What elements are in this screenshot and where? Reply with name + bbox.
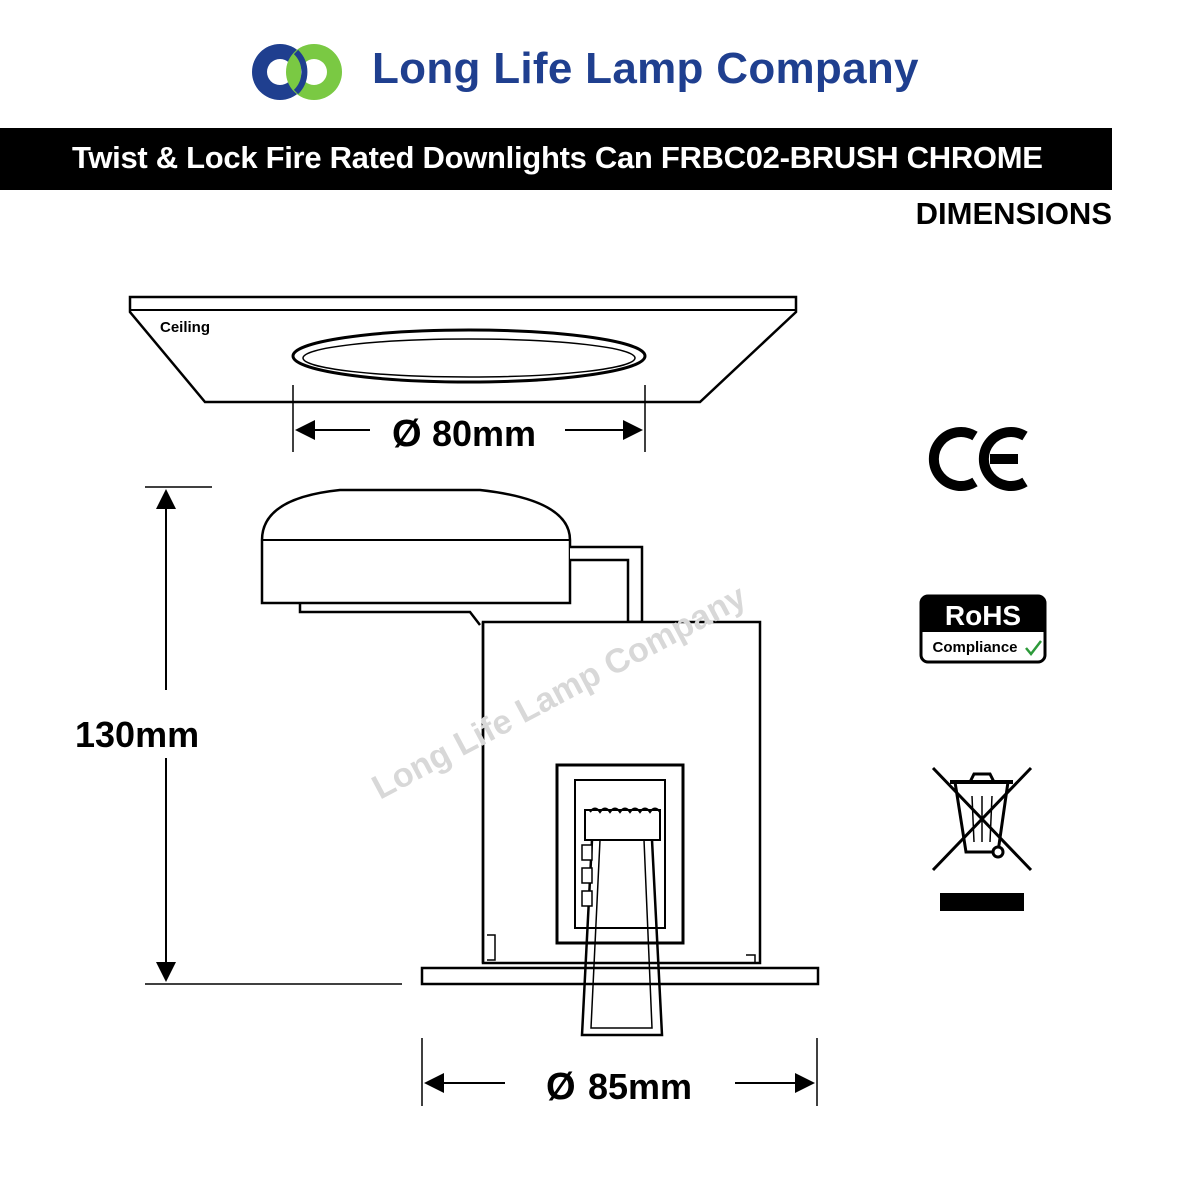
ceiling-label: Ceiling — [160, 319, 210, 336]
diameter-symbol: Ø — [546, 1066, 576, 1108]
rohs-badge: RoHS Compliance — [919, 594, 1047, 664]
height-label: 130mm — [75, 714, 199, 755]
brand-name: Long Life Lamp Company — [372, 44, 919, 93]
company-logo-icon — [250, 40, 346, 104]
bezel-dimension — [421, 1038, 818, 1106]
ce-mark-icon — [928, 427, 1028, 491]
bezel-diameter-label: 85mm — [588, 1066, 692, 1107]
diameter-symbol: Ø — [392, 413, 422, 455]
cutout-dimension — [292, 385, 646, 452]
weee-bin-icon — [931, 766, 1033, 911]
title-bar: Twist & Lock Fire Rated Downlights Can F… — [0, 128, 1112, 190]
downlight-side-view — [260, 488, 820, 1037]
section-label: DIMENSIONS — [915, 196, 1112, 231]
cutout-diameter-label: 80mm — [432, 413, 536, 454]
rohs-sublabel: Compliance — [932, 639, 1017, 656]
product-title: Twist & Lock Fire Rated Downlights Can F… — [72, 140, 1043, 175]
check-icon — [1025, 640, 1042, 656]
rohs-label: RoHS — [945, 600, 1021, 631]
height-dimension — [145, 486, 402, 985]
header: Long Life Lamp Company — [0, 0, 1200, 120]
ceiling-cutout-view — [128, 295, 798, 404]
